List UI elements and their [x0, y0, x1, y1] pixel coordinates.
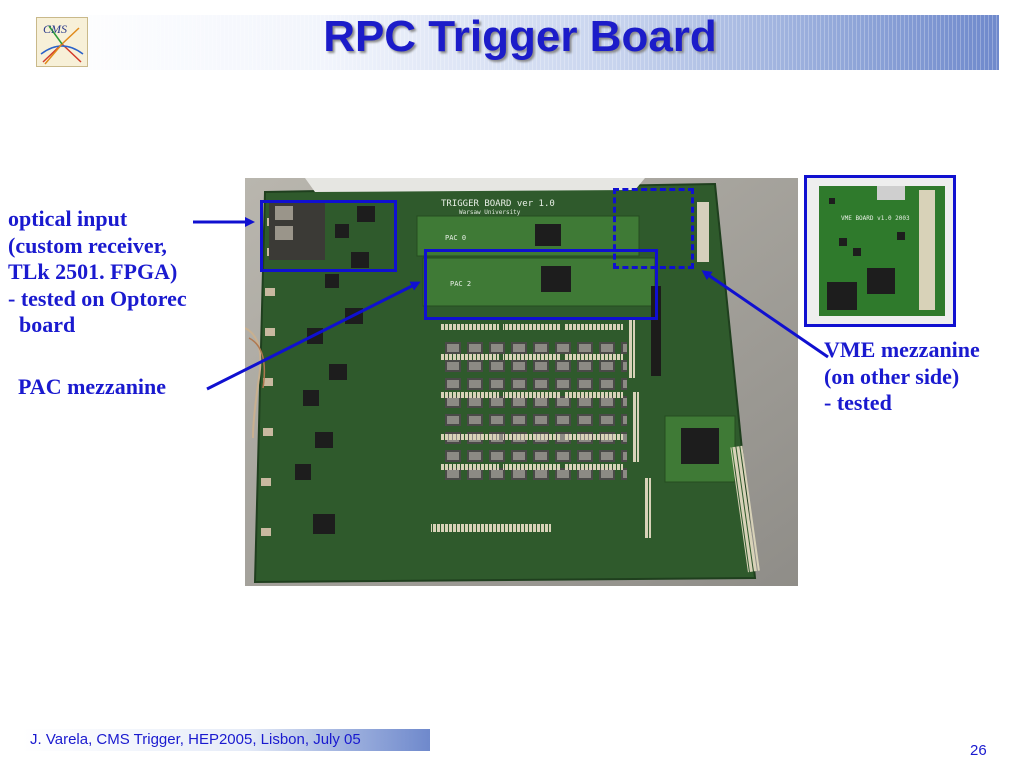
pac-mezzanine-annotation: PAC mezzanine — [18, 374, 167, 399]
title-bar — [33, 15, 999, 70]
cms-logo: CMS — [36, 17, 88, 67]
vme-mezzanine-inset-photo: VME BOARD v1.0 2003 — [804, 175, 956, 327]
footer-text: J. Varela, CMS Trigger, HEP2005, Lisbon,… — [30, 731, 361, 748]
optical-input-annotation: optical input (custom receiver, TLk 2501… — [8, 206, 187, 337]
pac-label-0: PAC 0 — [445, 234, 466, 242]
vme-mezzanine-annotation: VME mezzanine (on other side) - tested — [824, 337, 980, 415]
inset-board-label: VME BOARD v1.0 2003 — [841, 215, 910, 222]
board-silkscreen-subtitle: Warsaw University — [459, 209, 521, 216]
pac-label-2: PAC 2 — [450, 280, 471, 288]
vme-mezzanine-highlight — [613, 188, 694, 269]
footer-bar — [22, 729, 430, 751]
board-silkscreen-title: TRIGGER BOARD ver 1.0 — [441, 199, 555, 209]
page-title: RPC Trigger Board — [323, 12, 717, 61]
trigger-board-photo: TRIGGER BOARD ver 1.0 Warsaw University — [244, 178, 798, 586]
pac-mezzanine-highlight — [424, 249, 658, 320]
logo-text: CMS — [43, 22, 67, 36]
optical-input-highlight — [260, 200, 397, 272]
page-number: 26 — [970, 742, 987, 759]
